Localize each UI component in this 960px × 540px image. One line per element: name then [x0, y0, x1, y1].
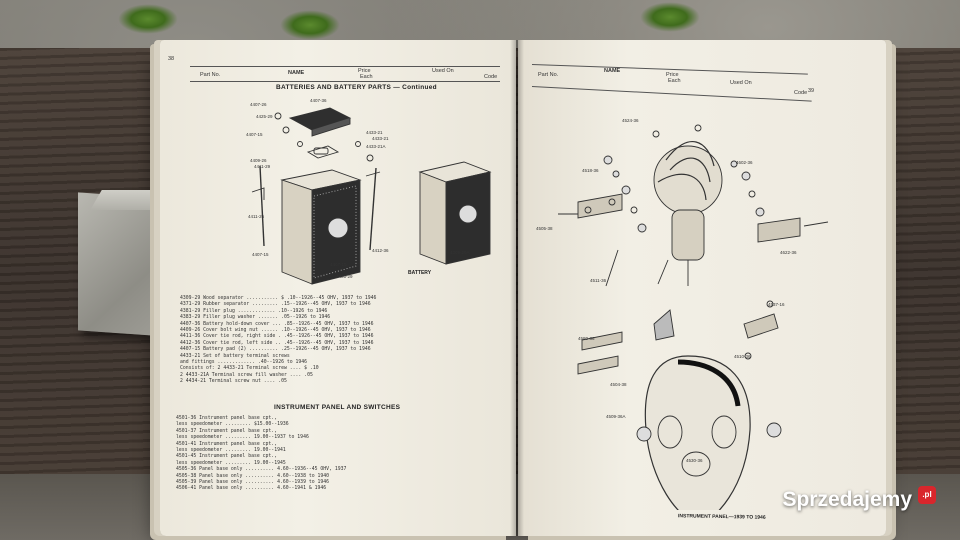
section-title-batteries: BATTERIES AND BATTERY PARTS — Continued	[276, 84, 437, 91]
callout-label: 4433-21	[366, 130, 383, 135]
parts-line: 4381-29 Filler plug ............. .10--1…	[180, 308, 328, 314]
callout-label: 4425-29	[256, 114, 273, 119]
instrument-panel-illustration	[558, 124, 829, 510]
callout-label: 4518-36	[582, 168, 599, 173]
header-each: Each	[360, 74, 373, 80]
parts-line: less speedometer ......... 19.00--1941	[176, 448, 286, 454]
callout-label: 4409-26	[250, 158, 267, 163]
left-page-number: 38	[168, 56, 175, 62]
callout-label: 4524-36	[622, 118, 639, 123]
callout-label: 4309-29A	[450, 250, 470, 255]
parts-line: 4501-45 Instrument panel base cpt.,	[176, 454, 278, 460]
parts-line: 4309-29 Wood separator ........... $ .10…	[180, 296, 377, 301]
callout-label: 4407-36	[310, 98, 327, 103]
header-used-on: Used On	[730, 80, 752, 86]
parts-line: Consists of: 2 4433-21 Terminal screw ..…	[180, 366, 319, 372]
callout-label: 4405-29	[336, 274, 353, 279]
callout-label: 4537-16	[768, 302, 785, 307]
header-name: NAME	[288, 70, 305, 76]
callout-label: 4433-21	[372, 136, 389, 141]
parts-line: less speedometer ......... 19.00--1945	[176, 460, 286, 466]
header-each: Each	[668, 78, 681, 84]
grass-patch	[280, 10, 340, 40]
callout-label: 4530-36	[686, 458, 703, 463]
parts-line: 4407-15 Battery pad (2) .......... .25--…	[180, 347, 371, 353]
callout-label: 4407-15	[246, 132, 263, 137]
parts-line: 4383-29 Filler plug washer ....... .05--…	[180, 315, 331, 321]
section-title-instrument-panel: INSTRUMENT PANEL AND SWITCHES	[274, 404, 401, 411]
parts-line: 4412-36 Cover tie rod, left side .. .45-…	[180, 340, 374, 346]
parts-line: 4409-26 Cover bolt wing nut ...... .10--…	[180, 328, 371, 334]
header-used-on: Used On	[432, 68, 454, 74]
battery-illustration	[251, 107, 492, 285]
header-name: NAME	[604, 68, 621, 74]
callout-label: 4510-36	[734, 354, 751, 359]
parts-line: and fittings ............. .40--1926 to …	[180, 360, 308, 366]
callout-label: 4411-26	[248, 214, 265, 219]
right-page: 39 Part No. NAME Price Each Used On Code	[518, 40, 886, 536]
parts-line: 4506-41 Panel base only .......... 4.60-…	[176, 486, 327, 492]
parts-line: less speedometer ......... $15.00--1936	[176, 422, 289, 428]
parts-line: 4407-36 Battery hold-down cover ... .85-…	[180, 321, 374, 327]
right-page-number: 39	[808, 88, 815, 94]
watermark-text: Sprzedajemy	[782, 488, 912, 511]
parts-line: 4501-36 Instrument panel base cpt.,	[176, 416, 278, 421]
callout-label: 4505-38	[536, 226, 553, 231]
parts-line: 4501-41 Instrument panel base cpt.,	[176, 441, 278, 447]
header-rule	[531, 86, 812, 102]
grass-patch	[118, 4, 178, 34]
parts-line: 4371-29 Rubber separator ......... .15--…	[180, 302, 371, 308]
watermark-badge: .pl	[918, 486, 936, 504]
callout-label: 4411-29	[254, 164, 271, 169]
instrument-panel-caption: INSTRUMENT PANEL—1939 TO 1946	[677, 513, 766, 521]
header-part-no: Part No.	[538, 72, 559, 78]
header-price: Price	[666, 72, 679, 78]
parts-line: 2 4433-21A Terminal screw fill washer ..…	[180, 372, 313, 378]
callout-label: 4509-36A	[606, 414, 626, 419]
header-rule	[190, 81, 500, 82]
callout-label: 4407-26	[250, 102, 267, 107]
parts-line: 4505-39 Panel base only .......... 4.60-…	[176, 480, 330, 486]
header-code: Code	[484, 74, 498, 80]
callout-label: 4580-36	[578, 336, 595, 341]
grass-patch	[640, 2, 700, 32]
callout-label: 4622-36	[780, 250, 797, 255]
header-price: Price	[358, 68, 371, 74]
callout-label: 4407-15	[330, 262, 347, 267]
parts-line: 4411-36 Cover tie rod, right side . .45-…	[180, 334, 374, 340]
parts-line: 4501-37 Instrument panel base cpt.,	[176, 428, 278, 434]
callout-label: 4433-21A	[366, 144, 386, 149]
parts-line: 2 4434-21 Terminal screw nut .... .05	[180, 379, 287, 385]
callout-label: 4504-38	[610, 382, 627, 387]
header-code: Code	[794, 90, 808, 96]
header-part-no: Part No.	[200, 72, 221, 78]
parts-line: 4505-38 Panel base only .......... 4.60-…	[176, 473, 330, 479]
instrument-parts-list: 4501-36 Instrument panel base cpt., less…	[176, 416, 346, 493]
parts-line: 4433-21 Set of battery terminal screws	[180, 353, 290, 359]
battery-caption: BATTERY	[408, 270, 432, 276]
book-gutter	[510, 40, 524, 536]
callout-label: 4407-15	[252, 252, 269, 257]
callout-label: 4412-36	[372, 248, 389, 253]
callout-label: 4511-36	[590, 278, 607, 283]
left-page: 38 Part No. NAME Price Each Used On Code…	[160, 40, 516, 536]
battery-parts-list: 4309-29 Wood separator ........... $ .10…	[180, 296, 376, 386]
header-rule	[190, 66, 500, 67]
parts-line: 4505-36 Panel base only .......... 4.60-…	[176, 467, 347, 473]
callout-label: 4602-36	[736, 160, 753, 165]
parts-line: less speedometer ......... 19.00--1937 t…	[176, 435, 309, 441]
